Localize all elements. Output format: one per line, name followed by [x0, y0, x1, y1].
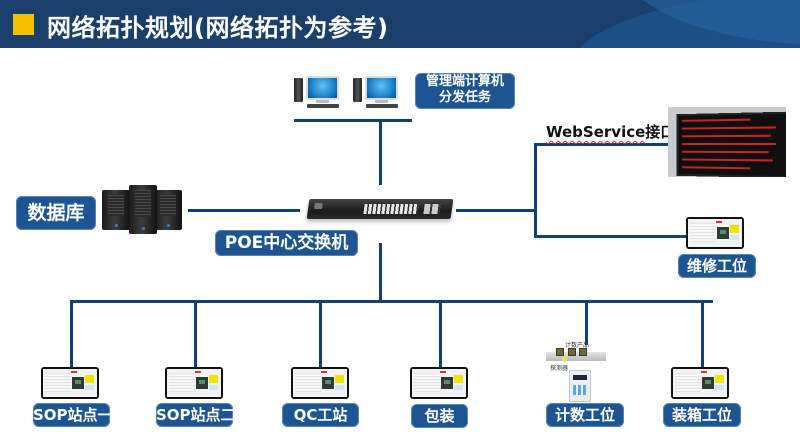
line-switch-down	[379, 243, 382, 302]
line-stations-bus	[70, 300, 713, 303]
line-to-station-3	[319, 300, 322, 368]
counter-caption-product: 计数产品	[565, 342, 590, 349]
line-to-station-1	[70, 300, 73, 368]
line-to-webservice	[534, 143, 668, 146]
webservice-label-cjk: 接口	[645, 123, 676, 141]
line-to-station-2	[194, 300, 197, 368]
line-management-to-switch	[379, 119, 382, 185]
tablet-icon	[165, 367, 223, 399]
server-tower-icon	[100, 185, 186, 235]
title-marker-icon	[13, 14, 34, 35]
line-database-to-switch	[188, 209, 300, 212]
line-management-bus	[294, 119, 412, 122]
station-label-sop-1: SOP站点一	[33, 403, 113, 427]
station-label-qc: QC工站	[282, 403, 359, 427]
line-to-station-6	[701, 300, 704, 368]
station-label-boxing: 装箱工位	[663, 403, 741, 427]
webservice-label-latin: WebService	[546, 123, 646, 141]
slide-title: 网络拓扑规划(网络拓扑为参考)	[47, 14, 389, 42]
line-right-vertical	[534, 143, 537, 238]
tablet-icon	[291, 367, 349, 399]
counter-sensor-icon: 计数产品 探测器	[546, 340, 606, 402]
management-label-line1: 管理端计算机	[425, 74, 504, 89]
database-label: 数据库	[16, 196, 96, 230]
webservice-label: WebService接口	[546, 121, 675, 142]
station-label-counting: 计数工位	[546, 403, 624, 427]
slide-header: 网络拓扑规划(网络拓扑为参考)	[0, 0, 800, 48]
line-to-repair	[534, 235, 686, 238]
station-label-packing: 包装	[411, 404, 468, 428]
tablet-icon	[671, 367, 729, 399]
management-label-line2: 分发任务	[438, 90, 491, 105]
desktop-pc-icon	[353, 76, 399, 110]
network-switch-icon	[306, 199, 454, 219]
tablet-icon	[686, 217, 744, 249]
counter-caption-detector: 探测器	[550, 365, 569, 372]
switch-label: POE中心交换机	[215, 230, 358, 256]
desktop-pc-icon	[294, 76, 340, 110]
tablet-icon	[41, 367, 99, 399]
tablet-icon	[410, 367, 468, 399]
line-switch-to-right	[456, 209, 537, 212]
repair-station-label: 维修工位	[678, 254, 756, 278]
line-to-station-4	[439, 300, 442, 368]
led-display-board-icon	[668, 107, 786, 177]
station-label-sop-2: SOP站点二	[156, 403, 236, 427]
management-label: 管理端计算机 分发任务	[415, 73, 515, 109]
line-to-station-5	[585, 300, 588, 345]
